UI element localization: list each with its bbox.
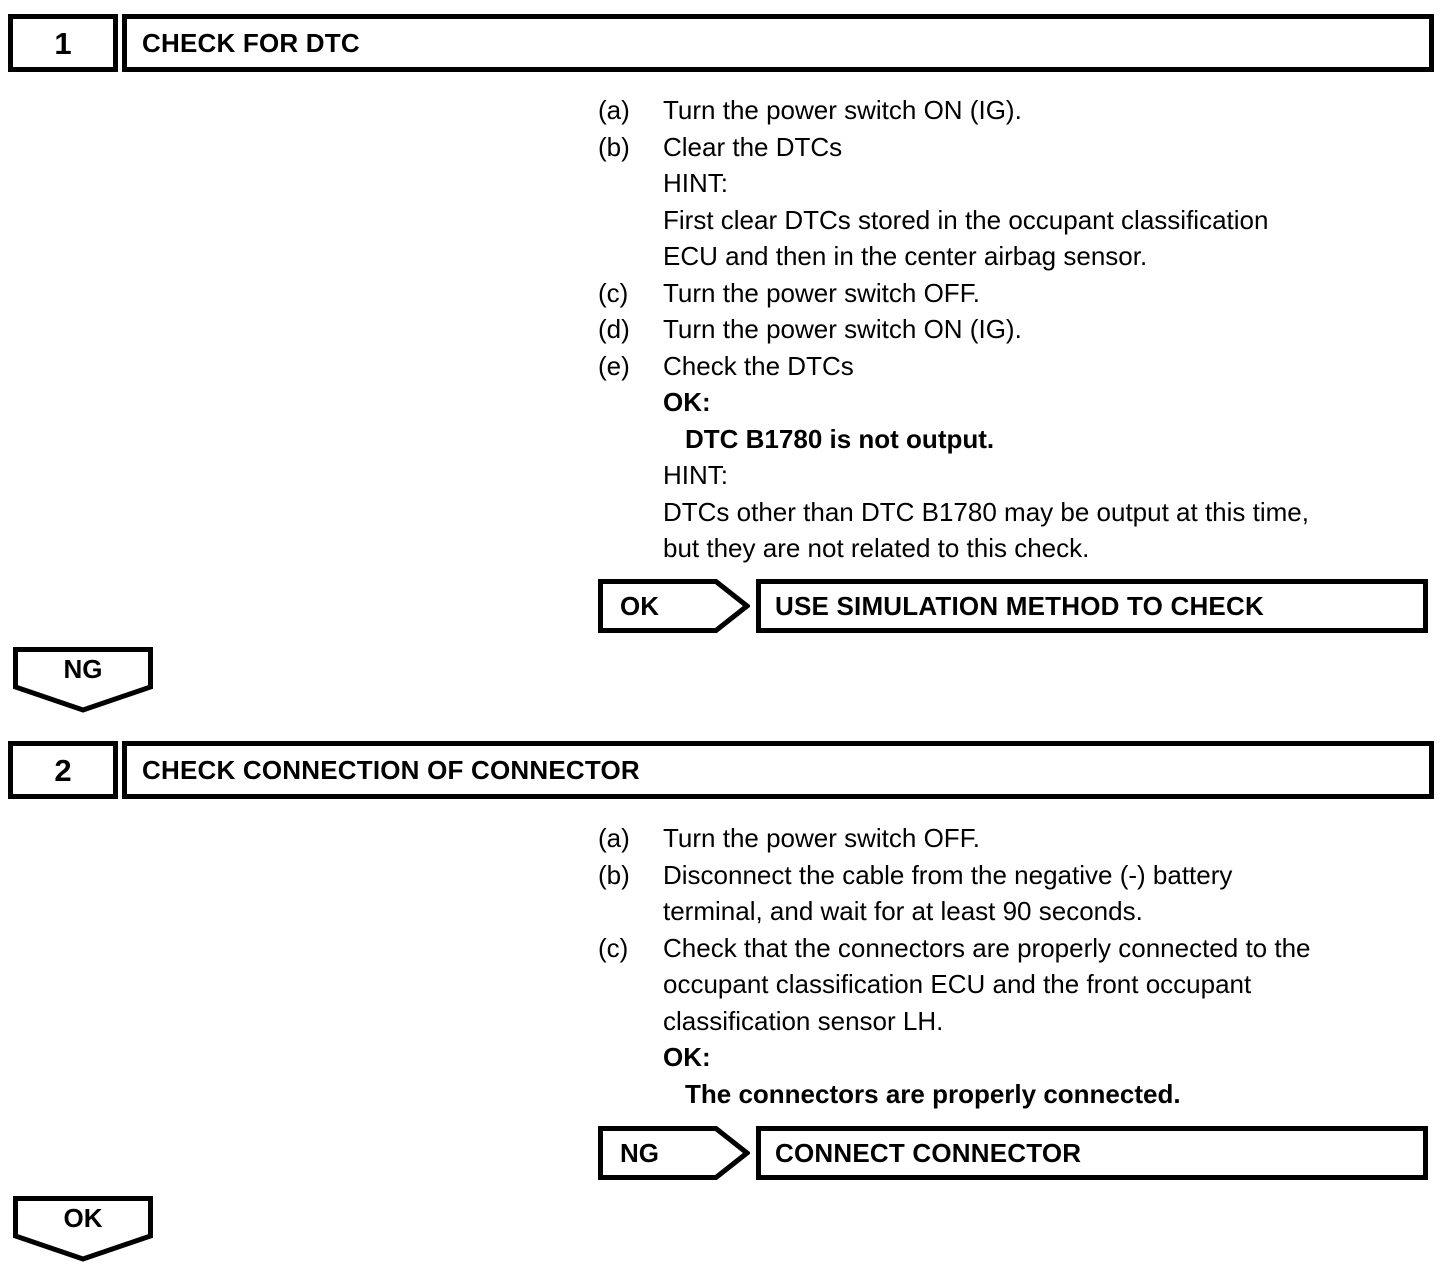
procedure-item: (a) Turn the power switch ON (IG). [598, 92, 1438, 129]
step-2-result-arrow: NG [598, 1126, 750, 1180]
procedure-body: Turn the power switch ON (IG). [663, 311, 1438, 348]
procedure-line: Disconnect the cable from the negative (… [663, 859, 1233, 890]
procedure-marker: (b) [598, 131, 630, 162]
procedure-line: Clear the DTCs [663, 131, 843, 162]
ok-criteria-label: OK: [663, 1042, 711, 1072]
step-1-title: CHECK FOR DTC [142, 27, 360, 58]
procedure-body: Check that the connectors are properly c… [663, 930, 1438, 1113]
procedure-line: Turn the power switch OFF. [663, 823, 980, 853]
procedure-body: Check the DTCs OK: DTC B1780 is not outp… [663, 348, 1438, 567]
procedure-marker: (e) [598, 350, 630, 381]
procedure-item: (c) Turn the power switch OFF. [598, 275, 1438, 312]
procedure-marker: (c) [598, 277, 629, 308]
step-2-procedure-list: (a) Turn the power switch OFF. (b) Disco… [598, 820, 1438, 1112]
procedure-item: (b) Clear the DTCs HINT: First clear DTC… [598, 129, 1438, 275]
procedure-marker: (a) [598, 95, 630, 125]
step-2-header: 2 CHECK CONNECTION OF CONNECTOR [8, 741, 1434, 799]
procedure-marker: (d) [598, 314, 630, 344]
flow-connector-ok: OK [13, 1196, 153, 1262]
hint-label: HINT: [663, 460, 728, 490]
hint-line: First clear DTCs stored in the occupant … [663, 204, 1269, 235]
hint-line: ECU and then in the center airbag sensor… [663, 241, 1148, 271]
step-2-number-box: 2 [8, 741, 118, 799]
flow-connector-ng: NG [13, 647, 153, 713]
step-2-title-box: CHECK CONNECTION OF CONNECTOR [122, 741, 1434, 799]
procedure-line: occupant classification ECU and the fron… [663, 969, 1252, 999]
step-1-header: 1 CHECK FOR DTC [8, 14, 1434, 72]
procedure-item: (b) Disconnect the cable from the negati… [598, 857, 1438, 930]
step-2-result-branch: NG CONNECT CONNECTOR [598, 1126, 1428, 1180]
procedure-marker: (a) [598, 823, 630, 853]
procedure-line: Turn the power switch OFF. [663, 277, 980, 308]
step-1-result-arrow: OK [598, 579, 750, 633]
step-2-title: CHECK CONNECTION OF CONNECTOR [142, 754, 640, 785]
step-2-number: 2 [54, 752, 72, 788]
ok-criteria-value: The connectors are properly connected. [685, 1078, 1181, 1109]
flow-connector-ok-label: OK [63, 1203, 103, 1233]
procedure-marker: (b) [598, 859, 630, 890]
hint-label: HINT: [663, 168, 728, 198]
step-1-number-box: 1 [8, 14, 118, 72]
step-1-result-text: USE SIMULATION METHOD TO CHECK [775, 590, 1264, 621]
hint-line: DTCs other than DTC B1780 may be output … [663, 496, 1309, 527]
step-2-result-arrow-label: NG [620, 1138, 659, 1168]
step-2-result-box: CONNECT CONNECTOR [756, 1126, 1428, 1180]
step-1-result-branch: OK USE SIMULATION METHOD TO CHECK [598, 579, 1428, 633]
procedure-body: Turn the power switch ON (IG). [663, 92, 1438, 129]
procedure-line: Turn the power switch ON (IG). [663, 95, 1022, 125]
procedure-line: Check that the connectors are properly c… [663, 932, 1311, 963]
step-1-number: 1 [54, 25, 72, 61]
hint-line: but they are not related to this check. [663, 533, 1090, 563]
flow-connector-ng-label: NG [63, 654, 103, 684]
procedure-item: (a) Turn the power switch OFF. [598, 820, 1438, 857]
procedure-item: (e) Check the DTCs OK: DTC B1780 is not … [598, 348, 1438, 567]
procedure-line: terminal, and wait for at least 90 secon… [663, 896, 1143, 926]
procedure-marker: (c) [598, 932, 629, 963]
procedure-body: Turn the power switch OFF. [663, 820, 1438, 857]
procedure-line: Turn the power switch ON (IG). [663, 314, 1022, 344]
step-1-title-box: CHECK FOR DTC [122, 14, 1434, 72]
step-1-procedure-list: (a) Turn the power switch ON (IG). (b) C… [598, 92, 1438, 567]
procedure-body: Clear the DTCs HINT: First clear DTCs st… [663, 129, 1438, 275]
procedure-line: Check the DTCs [663, 350, 854, 381]
step-2-result-text: CONNECT CONNECTOR [775, 1137, 1082, 1168]
step-1-result-arrow-label: OK [620, 591, 659, 621]
procedure-body: Disconnect the cable from the negative (… [663, 857, 1438, 930]
procedure-item: (d) Turn the power switch ON (IG). [598, 311, 1438, 348]
procedure-line: classification sensor LH. [663, 1005, 944, 1036]
procedure-body: Turn the power switch OFF. [663, 275, 1438, 312]
ok-criteria-label: OK: [663, 387, 711, 417]
step-1-result-box: USE SIMULATION METHOD TO CHECK [756, 579, 1428, 633]
procedure-item: (c) Check that the connectors are proper… [598, 930, 1438, 1113]
ok-criteria-value: DTC B1780 is not output. [685, 423, 995, 454]
